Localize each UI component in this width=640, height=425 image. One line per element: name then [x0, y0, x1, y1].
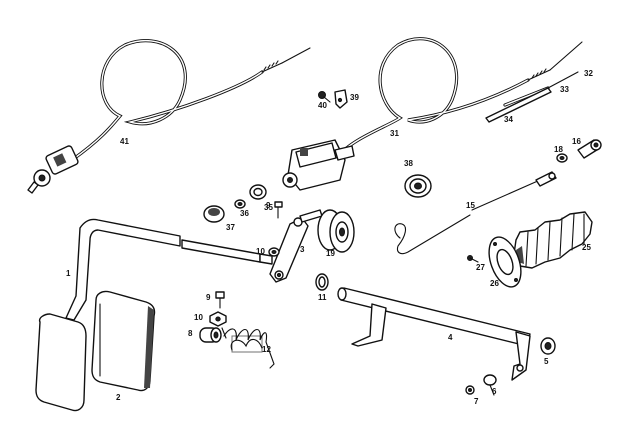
callout-3: 3 — [300, 245, 305, 254]
callout-41: 41 — [120, 137, 129, 146]
callout-labels: 1 2 3 4 5 6 7 8 9 9 10 10 11 12 15 16 18… — [66, 69, 593, 406]
flange-plate-26 — [488, 236, 522, 288]
callout-1: 1 — [66, 269, 71, 278]
throttle-cable-left — [70, 39, 311, 162]
bolt-6 — [483, 374, 497, 396]
callout-16: 16 — [572, 137, 581, 146]
callout-4: 4 — [448, 333, 453, 342]
callout-18: 18 — [554, 145, 563, 154]
valve-body — [282, 139, 355, 191]
nut-10-upper — [268, 247, 280, 257]
callout-26: 26 — [490, 279, 499, 288]
spring-12 — [221, 327, 275, 369]
callout-33: 33 — [560, 85, 569, 94]
callout-10a: 10 — [256, 247, 265, 256]
bushing-5 — [540, 337, 556, 355]
callout-5: 5 — [544, 357, 549, 366]
callout-7: 7 — [474, 397, 479, 406]
nut-10-lower — [209, 311, 227, 327]
grommet-38 — [404, 174, 432, 198]
washer-35 — [249, 184, 267, 200]
screw-27 — [467, 255, 479, 263]
callout-6: 6 — [492, 387, 497, 396]
callout-9b: 9 — [206, 293, 211, 302]
pedal-lever-1 — [65, 218, 273, 321]
lever-arm-3 — [269, 209, 323, 283]
callout-19: 19 — [326, 249, 335, 258]
pedal-pad-left — [35, 313, 87, 412]
clip-39 — [334, 89, 348, 109]
fitting-18 — [556, 153, 568, 163]
callout-9a: 9 — [266, 201, 271, 210]
callout-12: 12 — [262, 345, 271, 354]
pulley-19 — [317, 209, 355, 253]
washer-7 — [465, 385, 475, 395]
rod-34 — [485, 87, 552, 123]
ignition-lock — [27, 145, 79, 194]
linkage-rod-15 — [394, 171, 557, 255]
callout-27: 27 — [476, 263, 485, 272]
callout-35: 35 — [264, 203, 273, 212]
nut-36 — [234, 199, 246, 209]
pedal-rubber-2 — [91, 290, 156, 392]
callout-39: 39 — [350, 93, 359, 102]
callout-11: 11 — [318, 293, 327, 302]
callout-40: 40 — [318, 101, 327, 110]
callout-36: 36 — [240, 209, 249, 218]
callout-2: 2 — [116, 393, 121, 402]
callout-15: 15 — [466, 201, 475, 210]
callout-38: 38 — [404, 159, 413, 168]
callout-8: 8 — [188, 329, 193, 338]
callout-34: 34 — [504, 115, 513, 124]
pedal-shaft-4 — [337, 287, 531, 381]
callout-25: 25 — [582, 243, 591, 252]
bolt-9-lower — [215, 291, 225, 309]
callout-37: 37 — [226, 223, 235, 232]
cap-37 — [203, 205, 225, 223]
screw-40 — [318, 91, 331, 103]
bushing-8 — [199, 327, 222, 343]
callout-31: 31 — [390, 129, 399, 138]
ring-11 — [315, 273, 329, 291]
fitting-16 — [577, 139, 602, 159]
callout-10b: 10 — [194, 313, 203, 322]
bolt-9-upper — [274, 201, 283, 219]
callout-32: 32 — [584, 69, 593, 78]
